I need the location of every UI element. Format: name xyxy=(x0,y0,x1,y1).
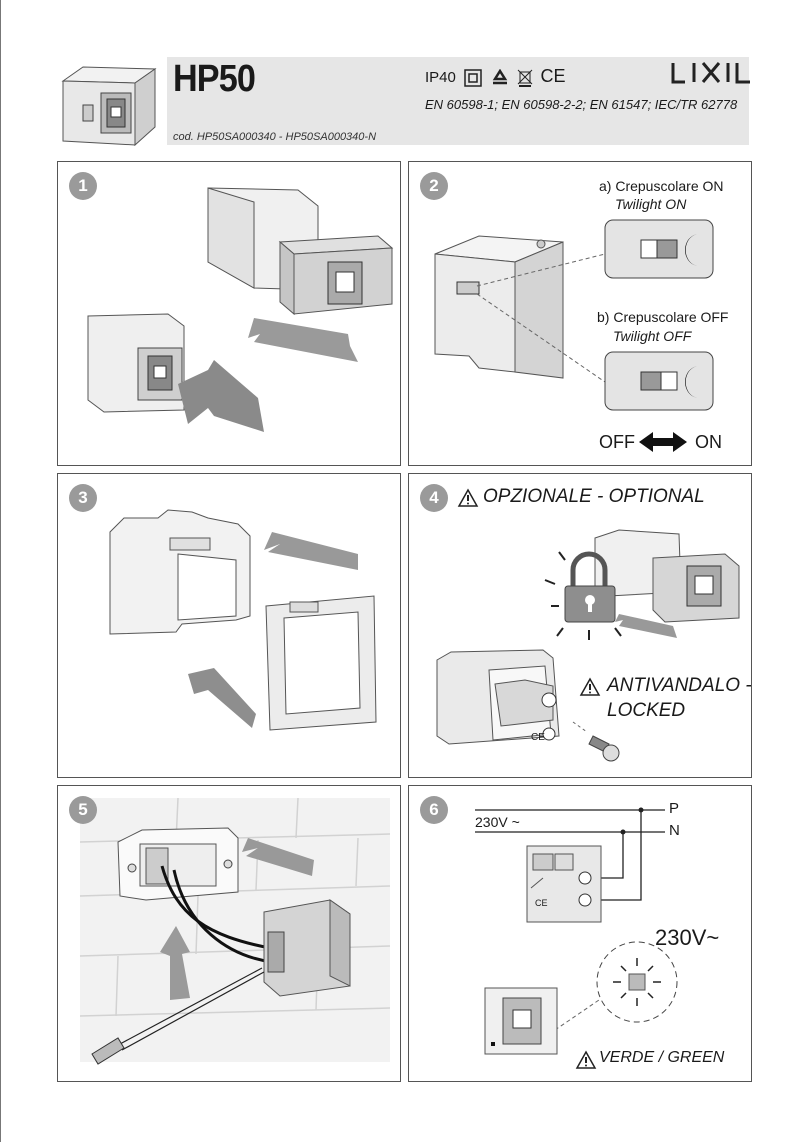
step-4-illustration xyxy=(436,529,740,762)
step-5-illustration xyxy=(79,797,391,1065)
antivandal-line2: LOCKED xyxy=(607,700,686,721)
step-1-illustration xyxy=(87,187,394,432)
twilight-off-en: Twilight OFF xyxy=(613,328,692,344)
weee-bin-icon xyxy=(518,69,533,88)
product-thumbnail xyxy=(59,63,157,149)
screw-icon xyxy=(588,735,620,762)
step-number: 2 xyxy=(420,172,448,200)
double-arrow-icon xyxy=(639,432,687,452)
optional-title: OPZIONALE - OPTIONAL xyxy=(483,486,705,507)
step-6-illustration xyxy=(475,807,678,1055)
step-3-panel: 3 xyxy=(57,473,401,778)
step-2-panel: 2 a) Crepuscolare ON Twilight ON b) Crep… xyxy=(408,161,752,466)
step-number: 1 xyxy=(69,172,97,200)
header-bar xyxy=(167,57,749,145)
step-1-panel: 1 xyxy=(57,161,401,466)
warning-icon xyxy=(579,677,601,696)
screwdriver-icon xyxy=(91,967,265,1065)
voltage-big: 230V~ xyxy=(655,925,720,950)
step-number: 6 xyxy=(420,796,448,824)
ce-mark: CE xyxy=(531,732,545,743)
step-2-illustration xyxy=(434,219,714,452)
step-number: 5 xyxy=(69,796,97,824)
lock-icon xyxy=(544,551,622,640)
certifications: IP40 CE xyxy=(425,66,566,88)
step-3-illustration xyxy=(109,509,377,731)
ce-mark: CE xyxy=(540,66,566,86)
product-code: cod. HP50SA000340 - HP50SA000340-N xyxy=(173,131,377,143)
twilight-on-label: a) Crepuscolare ON xyxy=(599,178,724,194)
ip-rating: IP40 xyxy=(425,69,456,86)
led-green-label: VERDE / GREEN xyxy=(599,1049,725,1066)
twilight-off-label: b) Crepuscolare OFF xyxy=(597,309,729,325)
neutral-label: N xyxy=(669,822,680,839)
warning-icon xyxy=(575,1050,597,1069)
standards: EN 60598-1; EN 60598-2-2; EN 61547; IEC/… xyxy=(425,97,738,112)
step-5-panel: 5 xyxy=(57,785,401,1082)
class-ii-icon xyxy=(464,69,482,87)
page-edge xyxy=(0,0,1,1142)
step-number: 4 xyxy=(420,484,448,512)
off-label: OFF xyxy=(599,432,635,452)
antivandal-line1: ANTIVANDALO - xyxy=(607,675,752,696)
recycle-icon xyxy=(492,69,508,85)
ce-mark: CE xyxy=(535,898,548,908)
phase-label: P xyxy=(669,800,680,817)
step-number: 3 xyxy=(69,484,97,512)
brand-logo xyxy=(670,60,754,86)
twilight-on-en: Twilight ON xyxy=(615,196,687,212)
step-4-panel: 4 OPZIONALE - OPTIONAL CE xyxy=(408,473,752,778)
model-title: HP50 xyxy=(173,58,256,100)
supply-voltage: 230V ~ xyxy=(475,814,520,830)
warning-icon xyxy=(457,488,479,507)
step-6-panel: 6 230V ~ P N CE 230V~ xyxy=(408,785,752,1082)
on-label: ON xyxy=(695,432,722,452)
